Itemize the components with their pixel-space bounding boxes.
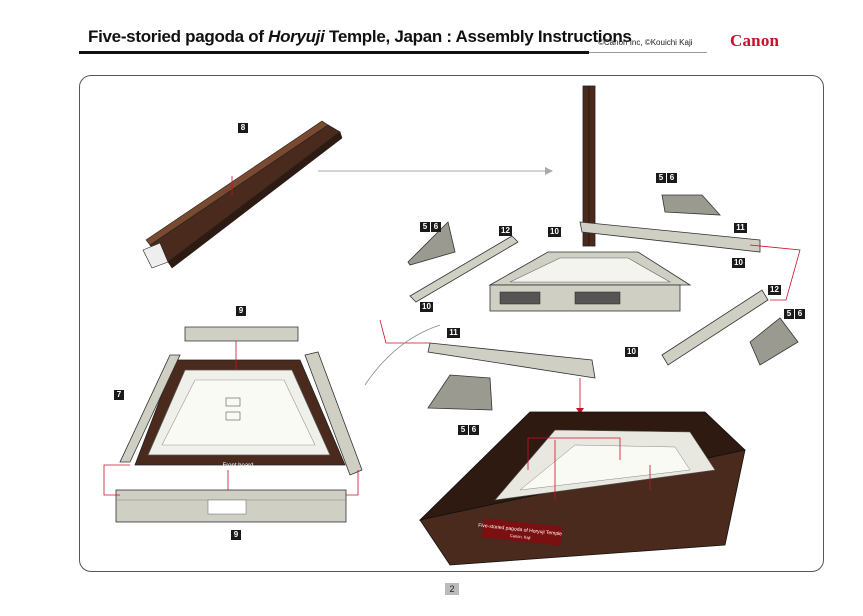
part-8-beam: [143, 121, 342, 268]
step-10-badge: 10: [732, 258, 745, 268]
step-11-badge: 11: [734, 223, 747, 233]
step-10-badge: 10: [420, 302, 433, 312]
step-12-badge: 12: [499, 226, 512, 236]
page-number: 2: [445, 583, 459, 595]
step-6-badge: 6: [469, 425, 479, 435]
step-10-badge: 10: [625, 347, 638, 357]
step-6-badge: 6: [667, 173, 677, 183]
step-7-badge: 7: [114, 390, 124, 400]
step-6-badge: 6: [431, 222, 441, 232]
base-frame-left: [104, 327, 362, 522]
step-5-badge: 5: [784, 309, 794, 319]
front-board-label: Front board: [222, 463, 253, 469]
guide-curve: [365, 325, 440, 385]
step-9-badge-bottom: 9: [231, 530, 241, 540]
flow-arrow: [318, 167, 553, 175]
step-12-badge: 12: [768, 285, 781, 295]
step-11-badge: 11: [447, 328, 460, 338]
step-10-badge: 10: [548, 227, 561, 237]
step-6-badge: 6: [795, 309, 805, 319]
step-5-badge: 5: [656, 173, 666, 183]
central-pole: [583, 86, 595, 246]
step-5-badge: 5: [420, 222, 430, 232]
step-8-badge: 8: [238, 123, 248, 133]
step-9-badge-top: 9: [236, 306, 246, 316]
step-5-badge: 5: [458, 425, 468, 435]
